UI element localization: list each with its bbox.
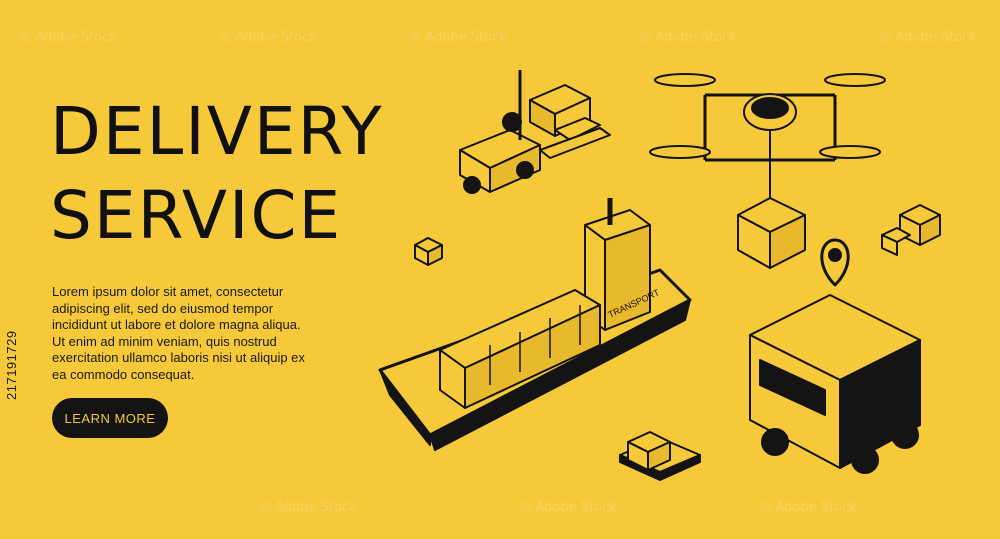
description-line: Lorem ipsum dolor sit amet, consectetur <box>52 284 284 299</box>
description-line: incididunt ut labore et dolore magna ali… <box>52 317 301 332</box>
page-title: DELIVERY SERVICE <box>50 90 384 258</box>
box-icon <box>414 204 941 266</box>
delivery-van-icon <box>749 294 921 474</box>
learn-more-button[interactable]: LEARN MORE <box>52 398 168 438</box>
description-line: Ut enim ad minim veniam, quis nostrud <box>52 333 277 349</box>
description: Lorem ipsum dolor sit amet, consectetur … <box>52 284 352 383</box>
headline-line1: DELIVERY <box>50 93 384 170</box>
description-line: ea commodo consequat. <box>52 366 195 382</box>
stock-id: 217191729 <box>4 330 19 400</box>
description-line: exercitation ullamco laboris nisi ut ali… <box>52 350 305 365</box>
headline-line2: SERVICE <box>50 177 343 254</box>
pallet-icon <box>619 431 701 481</box>
cargo-ship-icon: TRANSPORT <box>378 198 692 451</box>
forklift-icon <box>459 70 611 194</box>
drone-icon <box>649 73 886 269</box>
location-pin-icon <box>820 238 850 287</box>
delivery-illustration: TRANSPORT <box>378 70 941 481</box>
description-line: adipiscing elit, sed do eiusmod tempor <box>52 300 274 316</box>
